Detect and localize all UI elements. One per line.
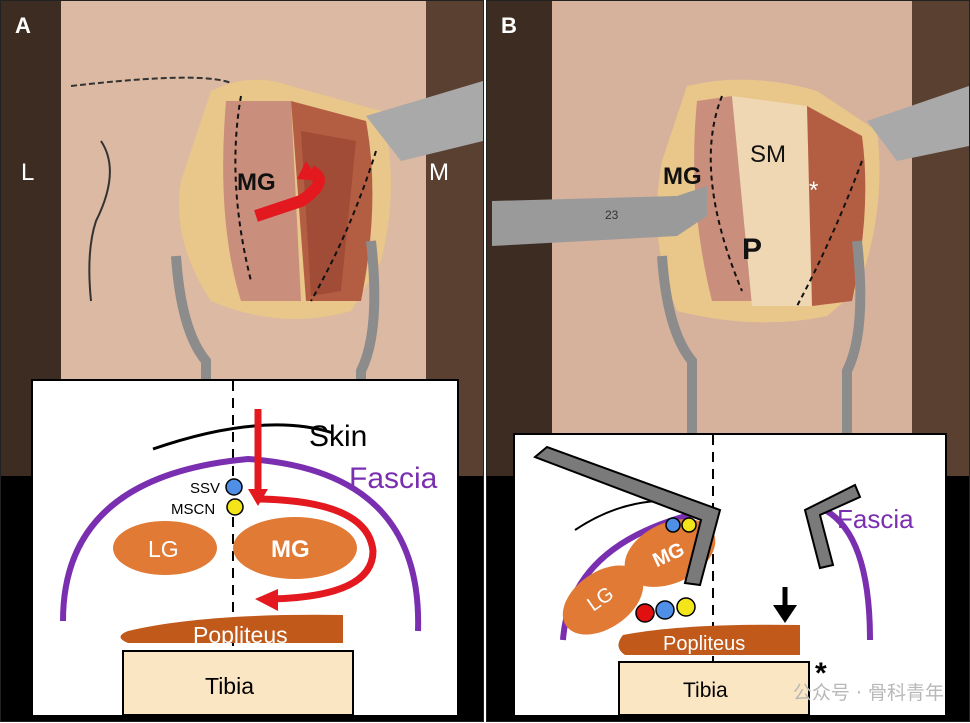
vein-b [655,600,675,620]
fascia-line [60,455,422,632]
tibia-label-b: Tibia [683,679,728,702]
star-label: * [815,657,827,690]
lateral-label: L [21,159,35,186]
tibia-shape [122,650,354,716]
mscn-nerve [226,498,244,516]
watermark: 公众号 · 骨科青年 [792,682,944,704]
mg-label: MG [271,536,310,563]
ssv-vessel [225,478,243,496]
panel-a-letter: A [15,13,31,38]
sm-label: SM [750,141,786,168]
lg-muscle-b [562,565,644,635]
panel-b-schematic: Fascia LG MG Popliteus Tibia * [513,433,947,717]
skin-label: Skin [309,420,367,453]
popliteus-shape-b [618,624,800,655]
panel-b-letter: B [501,13,517,38]
nerve-b [676,597,696,617]
artery-b [635,603,655,623]
panel-a-schematic: Skin Fascia SSV MSCN LG MG Popliteus Tib… [31,379,459,717]
lg-muscle [113,521,217,575]
medial-label: M [429,159,449,186]
fascia-label-b: Fascia [837,504,914,534]
retractor-medial [803,483,862,570]
retractor-number: 23 [605,208,619,222]
panel-b: 23 B MG SM P * Fascia LG MG Poplite [486,0,970,722]
tibia-label: Tibia [205,673,254,699]
panel-a-photo [1,1,483,476]
ssv-label: SSV [190,480,220,497]
p-label: P [742,233,763,266]
lg-label: LG [148,536,179,562]
star-label-photo: * [809,177,819,204]
panel-a: A L M MG Skin Fascia SSV MSCN LG MG Popl… [0,0,484,722]
popliteus-shape [120,614,343,643]
retractor-lateral [533,445,722,587]
tibia-shape-b [618,661,810,716]
mg-muscle [233,517,357,579]
popliteus-label-b: Popliteus [663,633,745,655]
ssv-vessel-b [665,517,681,533]
muscle-label-mg: MG [237,169,276,196]
panel-b-photo: 23 [487,1,969,476]
mscn-nerve-b [681,517,697,533]
fascia-label: Fascia [349,462,438,495]
muscle-label-mg-b: MG [663,163,702,190]
mscn-label: MSCN [171,501,215,518]
popliteus-label: Popliteus [193,622,288,648]
